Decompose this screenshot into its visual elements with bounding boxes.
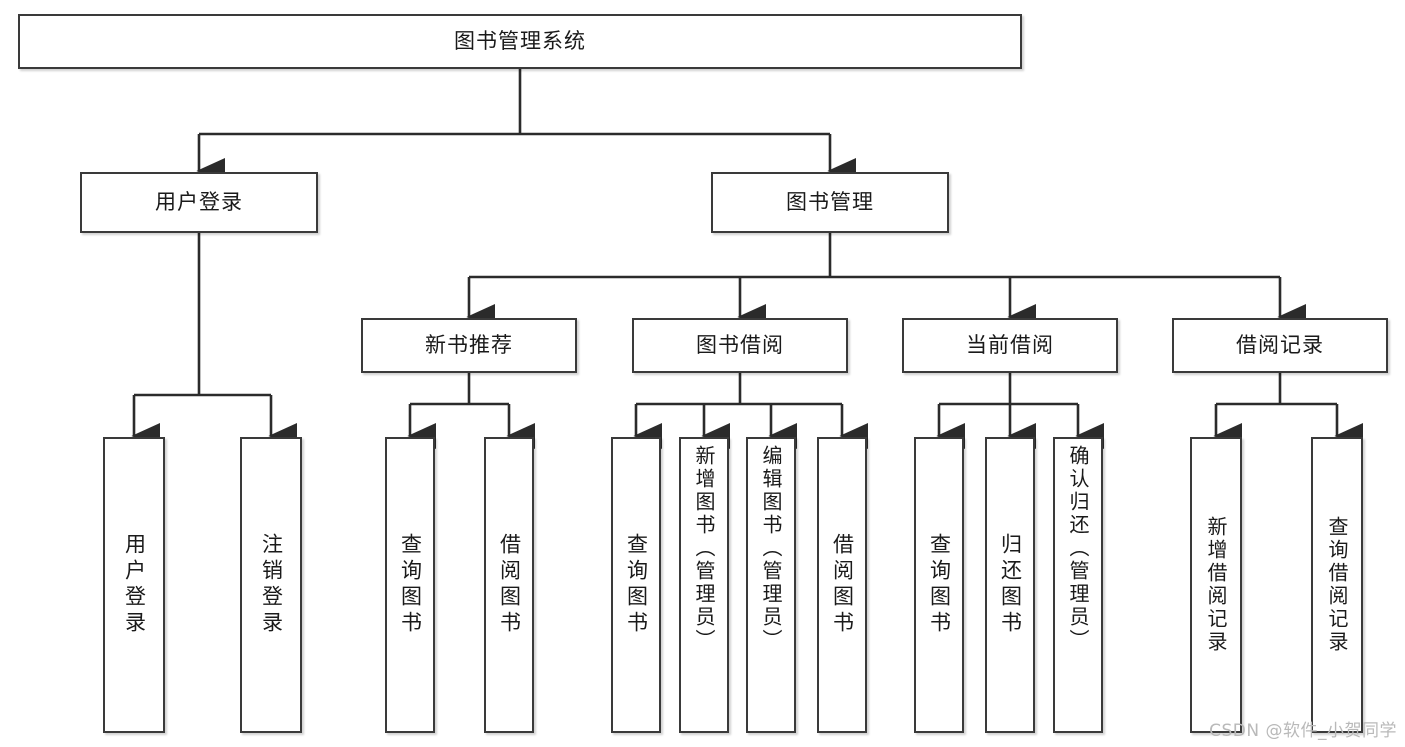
node-leaf-borrow-book[interactable]: 借阅图书	[817, 437, 867, 733]
node-leaf-edit-book-admin[interactable]: 编辑图书（管理员）	[746, 437, 796, 733]
node-label: 图书借阅	[696, 332, 784, 357]
node-current-borrow[interactable]: 当前借阅	[902, 318, 1118, 373]
node-label: 查询图书	[398, 533, 423, 637]
edge-group	[131, 69, 1363, 449]
node-label: 查询借阅记录	[1325, 516, 1349, 654]
node-label: 借阅记录	[1236, 332, 1324, 357]
node-label: 确认归还（管理员）	[1066, 445, 1090, 652]
node-user-login[interactable]: 用户登录	[80, 172, 318, 233]
node-label: 用户登录	[155, 189, 243, 214]
node-leaf-query-borrow-record[interactable]: 查询借阅记录	[1311, 437, 1363, 733]
node-new-book-recommend[interactable]: 新书推荐	[361, 318, 577, 373]
node-book-borrow[interactable]: 图书借阅	[632, 318, 848, 373]
node-leaf-add-borrow-record[interactable]: 新增借阅记录	[1190, 437, 1242, 733]
node-leaf-add-book-admin[interactable]: 新增图书（管理员）	[679, 437, 729, 733]
node-leaf-confirm-return-admin[interactable]: 确认归还（管理员）	[1053, 437, 1103, 733]
node-label: 注销登录	[259, 533, 284, 637]
node-borrow-record[interactable]: 借阅记录	[1172, 318, 1388, 373]
node-label: 编辑图书（管理员）	[759, 445, 783, 652]
node-leaf-query-book-borrow[interactable]: 查询图书	[611, 437, 661, 733]
watermark-label: CSDN @软件_小贺同学	[1209, 721, 1397, 741]
node-label: 图书管理系统	[454, 28, 586, 53]
node-label: 查询图书	[927, 533, 952, 637]
node-leaf-user-login[interactable]: 用户登录	[103, 437, 165, 733]
node-leaf-query-book-current[interactable]: 查询图书	[914, 437, 964, 733]
node-label: 用户登录	[122, 533, 147, 637]
node-book-manage[interactable]: 图书管理	[711, 172, 949, 233]
node-leaf-user-logout[interactable]: 注销登录	[240, 437, 302, 733]
node-label: 借阅图书	[497, 533, 522, 637]
node-label: 查询图书	[624, 533, 649, 637]
node-root[interactable]: 图书管理系统	[18, 14, 1022, 69]
node-label: 当前借阅	[966, 332, 1054, 357]
node-leaf-borrow-book-rec[interactable]: 借阅图书	[484, 437, 534, 733]
node-label: 归还图书	[998, 533, 1023, 637]
node-label: 图书管理	[786, 189, 874, 214]
node-label: 借阅图书	[830, 533, 855, 637]
node-label: 新增图书（管理员）	[692, 445, 716, 652]
node-label: 新增借阅记录	[1204, 516, 1228, 654]
node-label: 新书推荐	[425, 332, 513, 357]
node-leaf-return-book[interactable]: 归还图书	[985, 437, 1035, 733]
node-leaf-query-book-rec[interactable]: 查询图书	[385, 437, 435, 733]
